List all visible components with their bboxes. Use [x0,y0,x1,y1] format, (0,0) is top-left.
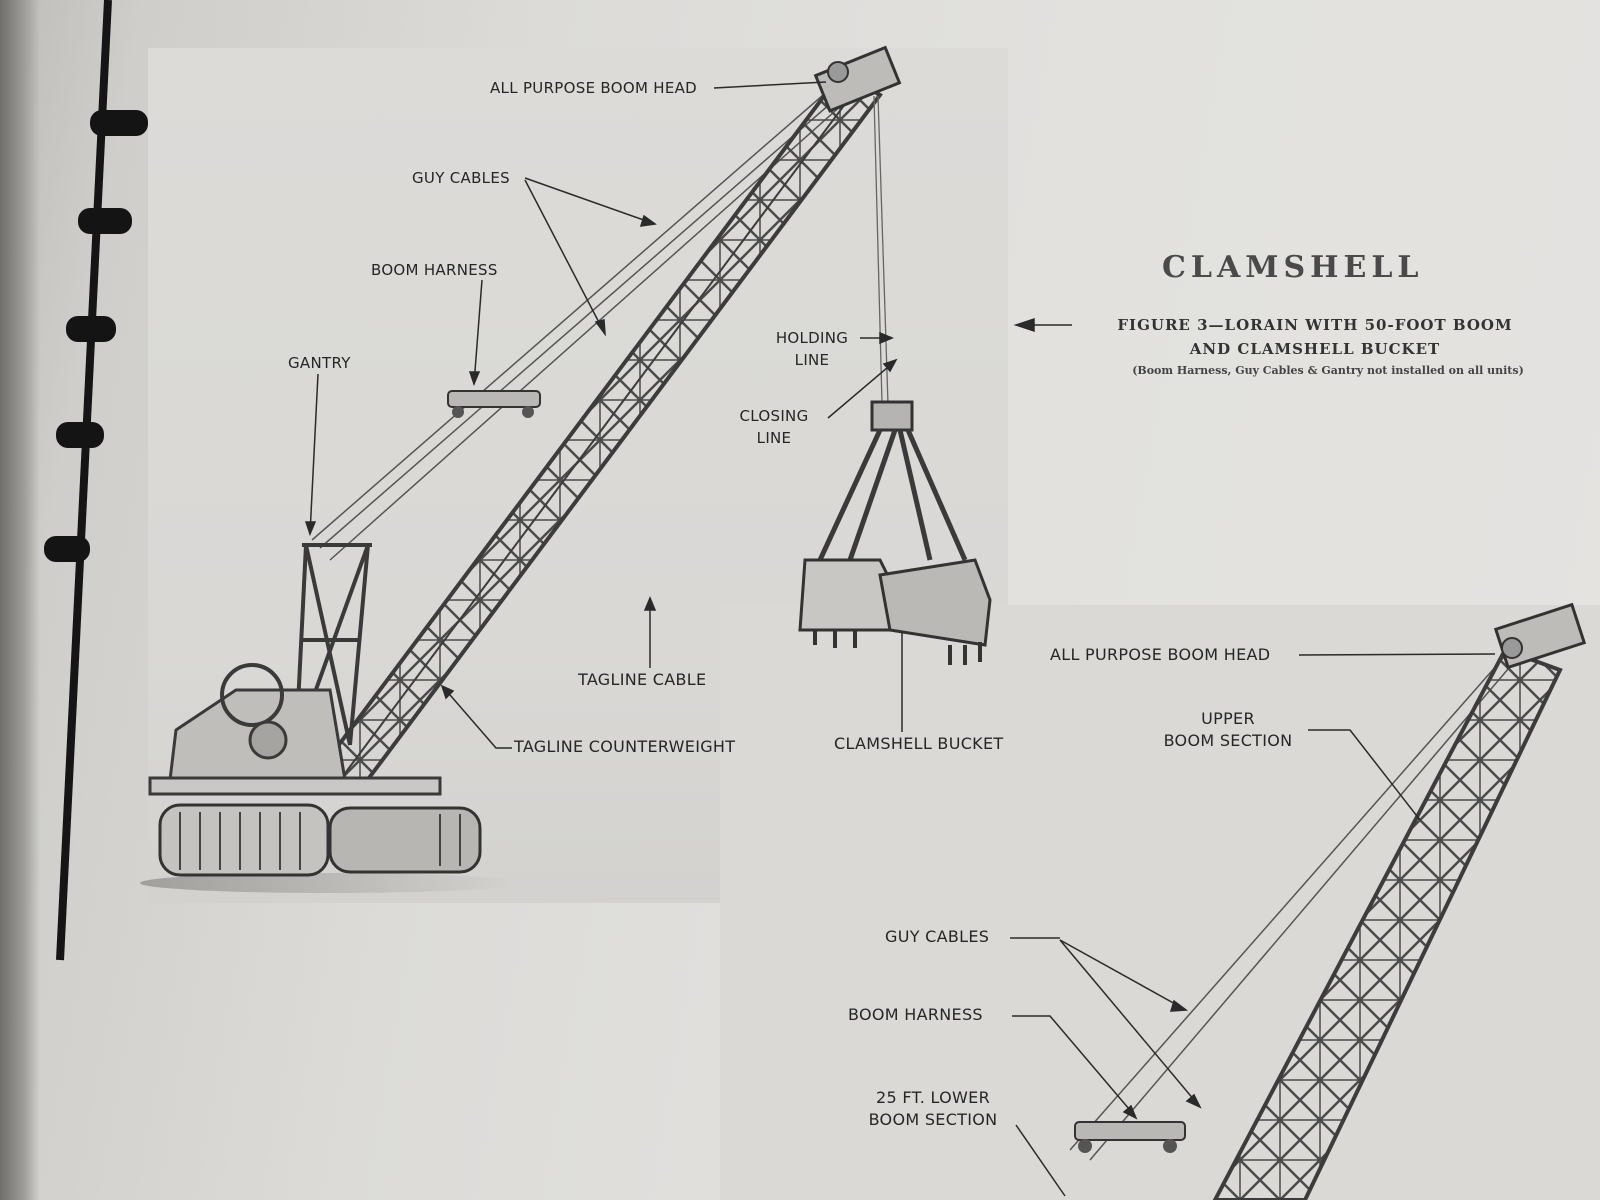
label-closing-line: CLOSING LINE [726,405,822,449]
label-upper-boom-1: UPPER [1201,709,1255,728]
label-boom-harness-bottom: BOOM HARNESS [848,1005,983,1024]
label-upper-boom: UPPER BOOM SECTION [1148,708,1308,752]
label-guy-cables-top: GUY CABLES [412,169,510,187]
label-clamshell-bucket: CLAMSHELL BUCKET [834,734,1004,753]
label-boom-harness-top: BOOM HARNESS [371,261,498,279]
label-gantry: GANTRY [288,354,351,372]
figure-caption-line2: AND CLAMSHELL BUCKET [1189,340,1441,358]
leader-lines-bottom [1010,653,1496,1197]
binding-rings [44,0,148,961]
figure-caption-line1: FIGURE 3—LORAIN WITH 50-FOOT BOOM [1117,316,1513,334]
label-holding-line-2: LINE [794,351,830,369]
figure-caption-note: (Boom Harness, Guy Cables & Gantry not i… [1132,364,1524,377]
label-closing-line-2: LINE [756,429,792,447]
label-lower-boom-2: BOOM SECTION [868,1110,998,1129]
boom-harness-top [447,390,541,418]
label-boom-head-top: ALL PURPOSE BOOM HEAD [490,79,698,97]
label-holding-line: HOLDING LINE [764,327,860,371]
spine-shadow [0,0,40,1200]
boom-bottom [1069,602,1587,1200]
machinery-house-top [148,663,442,796]
label-tagline-counterweight: TAGLINE COUNTERWEIGHT [514,737,736,756]
clamshell-bucket [798,400,992,665]
page-title: CLAMSHELL [1162,250,1424,285]
label-tagline-cable: TAGLINE CABLE [578,670,707,689]
label-guy-cables-bottom: GUY CABLES [885,927,990,946]
label-boom-head-bottom: ALL PURPOSE BOOM HEAD [1050,645,1271,664]
crawler-tracks-top [158,803,482,877]
ground-shadow [140,873,520,893]
hoist-lines [873,95,889,405]
label-lower-boom: 25 FT. LOWER BOOM SECTION [848,1087,1018,1131]
label-holding-line-1: HOLDING [775,329,849,347]
label-lower-boom-1: 25 FT. LOWER [876,1088,990,1107]
label-closing-line-1: CLOSING [739,407,809,425]
figure-caption: FIGURE 3—LORAIN WITH 50-FOOT BOOM AND CL… [1030,313,1600,361]
leader-lines-top [304,81,1072,749]
figure-plate-bottom [720,605,1600,1200]
label-upper-boom-2: BOOM SECTION [1163,731,1293,750]
